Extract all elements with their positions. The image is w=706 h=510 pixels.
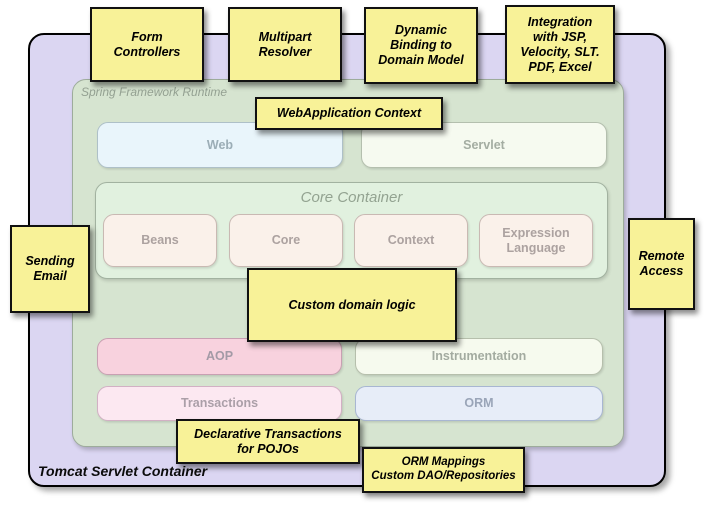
note-remote-access: Remote Access [628, 218, 695, 310]
tomcat-servlet-container-label: Tomcat Servlet Container [38, 463, 208, 479]
spring-framework-runtime-label: Spring Framework Runtime [81, 85, 228, 99]
instrumentation-module-box: Instrumentation [355, 338, 603, 375]
aop-module-box: AOP [97, 338, 342, 375]
note-declarative-transactions: Declarative Transactions for POJOs [176, 419, 360, 464]
note-webapplication-context: WebApplication Context [255, 97, 443, 130]
core-module-box: Core [229, 214, 343, 267]
orm-module-box: ORM [355, 386, 603, 421]
expression-language-module-box: Expression Language [479, 214, 593, 267]
note-integration-views: Integration with JSP, Velocity, SLT. PDF… [505, 5, 615, 84]
note-multipart-resolver: Multipart Resolver [228, 7, 342, 82]
note-custom-domain-logic: Custom domain logic [247, 268, 457, 342]
note-dynamic-binding: Dynamic Binding to Domain Model [364, 7, 478, 84]
core-container-title: Core Container [300, 189, 403, 206]
beans-module-box: Beans [103, 214, 217, 267]
note-sending-email: Sending Email [10, 225, 90, 313]
note-orm-mappings: ORM Mappings Custom DAO/Repositories [362, 447, 525, 493]
context-module-box: Context [354, 214, 468, 267]
transactions-module-box: Transactions [97, 386, 342, 421]
web-module-box: Web [97, 122, 343, 168]
note-form-controllers: Form Controllers [90, 7, 204, 82]
